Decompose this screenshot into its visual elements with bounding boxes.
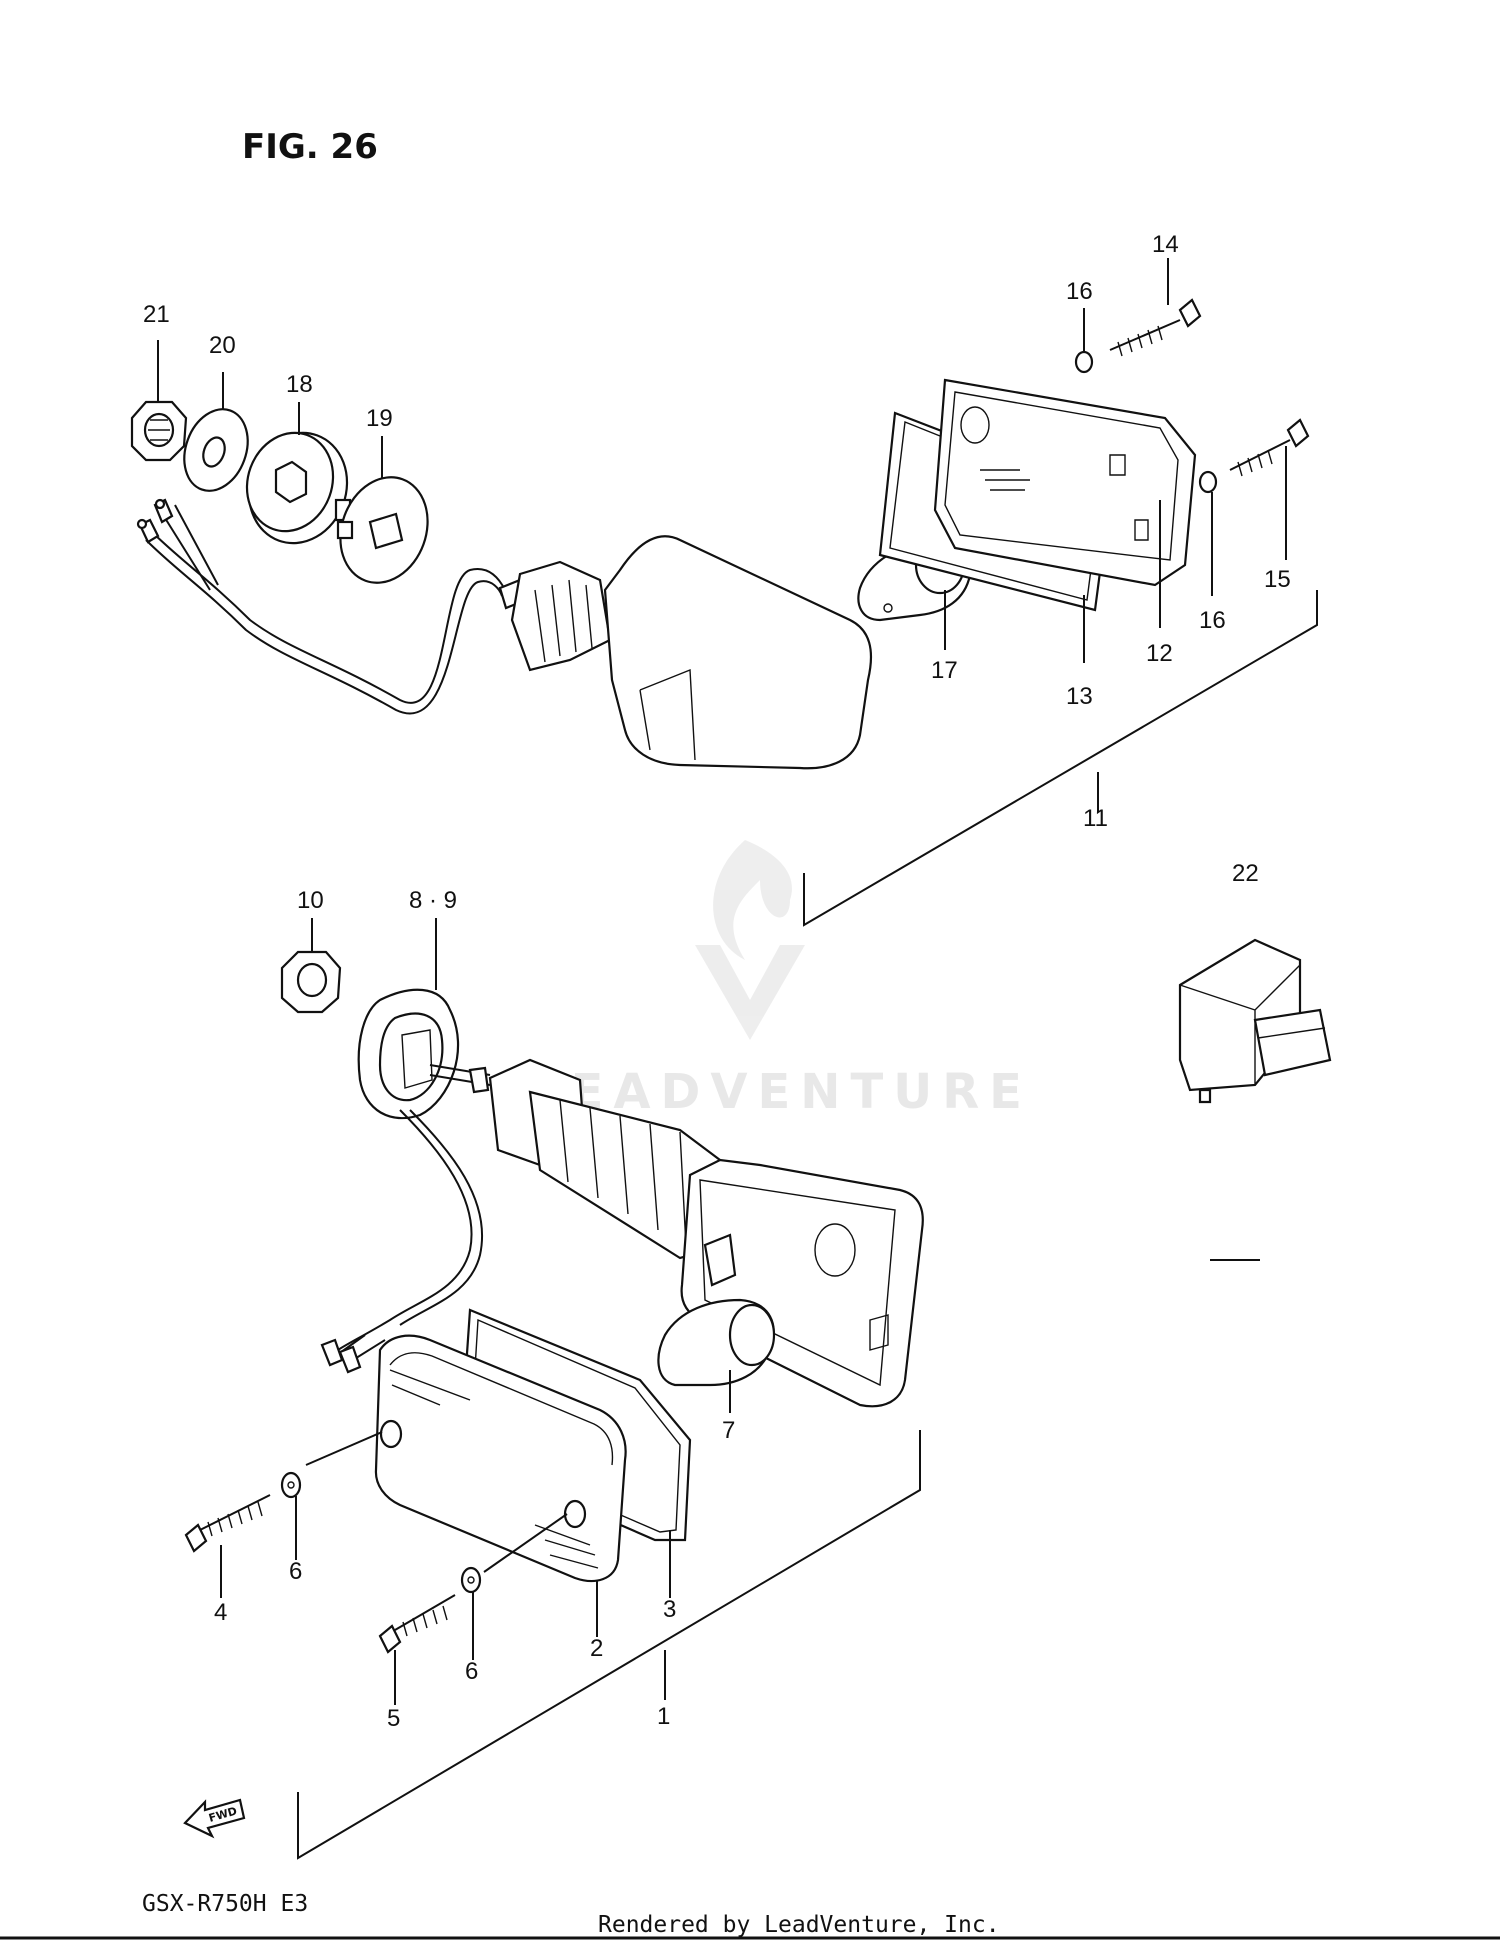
callout-2: 2 bbox=[590, 1635, 603, 1662]
callout-16-upper: 16 bbox=[1066, 278, 1093, 305]
rear-turn-signal-housing[interactable] bbox=[498, 535, 872, 770]
front-wire-harness bbox=[320, 1064, 491, 1374]
watermark-text: LEADVENTURE bbox=[530, 1064, 1032, 1120]
callout-8-9: 8 · 9 bbox=[409, 887, 457, 914]
screw-icon[interactable] bbox=[378, 1594, 456, 1654]
callout-10: 10 bbox=[297, 887, 324, 914]
callout-16-lower: 16 bbox=[1199, 607, 1226, 634]
flange-nut-icon[interactable] bbox=[280, 950, 342, 1014]
bracket-line-11 bbox=[803, 590, 1318, 927]
leader-lines-upper bbox=[157, 258, 1287, 1261]
model-code: GSX-R750H E3 bbox=[142, 1891, 308, 1917]
callout-6-right: 6 bbox=[465, 1658, 478, 1685]
cushion-icon[interactable] bbox=[357, 988, 460, 1120]
callout-20: 20 bbox=[209, 332, 236, 359]
callout-3: 3 bbox=[663, 1596, 676, 1623]
flange-nut-icon[interactable] bbox=[130, 400, 188, 462]
callout-7: 7 bbox=[722, 1417, 735, 1444]
rendered-by: Rendered by LeadVenture, Inc. bbox=[598, 1912, 1000, 1938]
callout-11: 11 bbox=[1083, 805, 1108, 832]
callout-5: 5 bbox=[387, 1705, 400, 1732]
callout-1: 1 bbox=[657, 1703, 670, 1730]
leader-lines-lower bbox=[220, 918, 731, 1705]
callout-17: 17 bbox=[931, 657, 958, 684]
screw-icon[interactable] bbox=[184, 1494, 271, 1553]
screw-icon[interactable] bbox=[1109, 298, 1202, 357]
callout-4: 4 bbox=[214, 1599, 227, 1626]
washer-icon[interactable] bbox=[1074, 350, 1094, 374]
lens-icon[interactable] bbox=[933, 378, 1197, 587]
screw-icon[interactable] bbox=[1229, 418, 1310, 477]
washer-icon[interactable] bbox=[460, 1566, 482, 1594]
lens-icon[interactable] bbox=[374, 1334, 627, 1583]
wire-harness bbox=[136, 498, 506, 715]
callout-6-left: 6 bbox=[289, 1558, 302, 1585]
fwd-arrow-icon bbox=[183, 1798, 246, 1839]
washer-icon[interactable] bbox=[280, 1471, 302, 1499]
bulb-icon[interactable] bbox=[657, 1298, 776, 1387]
callout-13: 13 bbox=[1066, 683, 1093, 710]
washer-icon[interactable] bbox=[1198, 470, 1218, 494]
callout-19: 19 bbox=[366, 405, 393, 432]
callout-14: 14 bbox=[1152, 231, 1179, 258]
watermark-logo bbox=[695, 840, 805, 1040]
relay-icon[interactable] bbox=[1178, 938, 1332, 1104]
callout-12: 12 bbox=[1146, 640, 1173, 667]
bracket-line-1 bbox=[297, 1430, 921, 1860]
front-turn-signal-housing[interactable] bbox=[488, 1058, 924, 1408]
callout-labels: 21 20 18 19 14 16 15 16 12 13 17 11 22 1… bbox=[143, 231, 1291, 1732]
callout-15: 15 bbox=[1264, 566, 1291, 593]
callout-18: 18 bbox=[286, 371, 313, 398]
callout-22: 22 bbox=[1232, 860, 1259, 887]
washer-icon[interactable] bbox=[173, 400, 258, 499]
callout-21: 21 bbox=[143, 301, 170, 328]
washer-icon[interactable] bbox=[326, 465, 442, 595]
figure-title: FIG. 26 bbox=[242, 127, 378, 167]
